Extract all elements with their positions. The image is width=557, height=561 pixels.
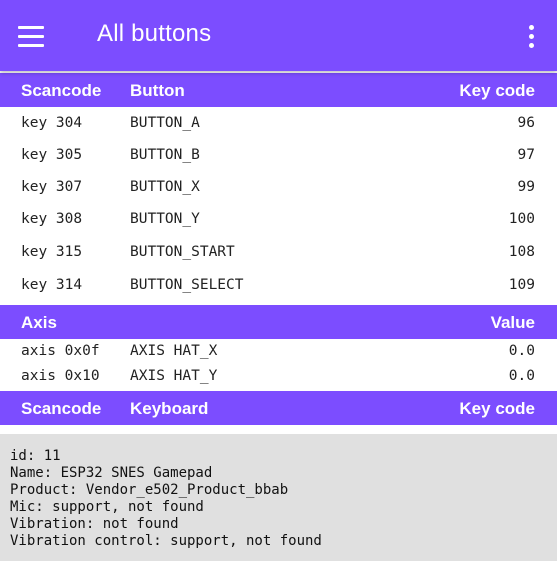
device-vibration: Vibration: not found — [10, 516, 179, 532]
header-key-code: Key code — [459, 81, 535, 100]
button-cell: BUTTON_X — [130, 179, 200, 195]
scancode-cell: key 308 — [21, 211, 83, 227]
device-id: id: 11 — [10, 448, 61, 464]
keycode-cell: 96 — [517, 115, 535, 131]
header-scancode: Scancode — [21, 399, 102, 418]
axis-value-cell: 0.0 — [508, 368, 535, 384]
axis-name-cell: AXIS HAT_Y — [130, 368, 218, 384]
buttons-table-header: Scancode Button Key code — [0, 73, 557, 107]
header-button: Button — [130, 81, 185, 100]
button-cell: BUTTON_START — [130, 244, 235, 260]
keycode-cell: 109 — [508, 277, 535, 293]
header-scancode: Scancode — [21, 81, 102, 100]
button-cell: BUTTON_B — [130, 147, 200, 163]
header-axis: Axis — [21, 313, 57, 332]
button-cell: BUTTON_SELECT — [130, 277, 244, 293]
device-mic: Mic: support, not found — [10, 499, 204, 515]
axis-value-cell: 0.0 — [508, 343, 535, 359]
scancode-cell: key 314 — [21, 277, 83, 293]
axis-id-cell: axis 0x0f — [21, 343, 100, 359]
device-info-panel: id: 11 Name: ESP32 SNES Gamepad Product:… — [0, 434, 557, 561]
keycode-cell: 97 — [517, 147, 535, 163]
keycode-cell: 99 — [517, 179, 535, 195]
keyboard-table-header: Scancode Keyboard Key code — [0, 391, 557, 425]
header-value: Value — [490, 313, 535, 332]
app-bar: All buttons — [0, 0, 557, 71]
axis-name-cell: AXIS HAT_X — [130, 343, 218, 359]
header-key-code: Key code — [459, 399, 535, 418]
device-product: Product: Vendor_e502_Product_bbab — [10, 482, 289, 498]
more-vert-icon[interactable] — [523, 20, 539, 52]
keycode-cell: 108 — [508, 244, 535, 260]
scancode-cell: key 305 — [21, 147, 83, 163]
header-keyboard: Keyboard — [130, 399, 209, 418]
scancode-cell: key 307 — [21, 179, 83, 195]
axis-id-cell: axis 0x10 — [21, 368, 100, 384]
hamburger-menu-icon[interactable] — [18, 18, 58, 54]
axis-table-header: Axis Value — [0, 305, 557, 339]
keycode-cell: 100 — [508, 211, 535, 227]
button-cell: BUTTON_Y — [130, 211, 200, 227]
button-cell: BUTTON_A — [130, 115, 200, 131]
device-vibration-control: Vibration control: support, not found — [10, 533, 322, 549]
scancode-cell: key 304 — [21, 115, 83, 131]
device-name: Name: ESP32 SNES Gamepad — [10, 465, 213, 481]
page-title: All buttons — [97, 20, 212, 47]
scancode-cell: key 315 — [21, 244, 83, 260]
